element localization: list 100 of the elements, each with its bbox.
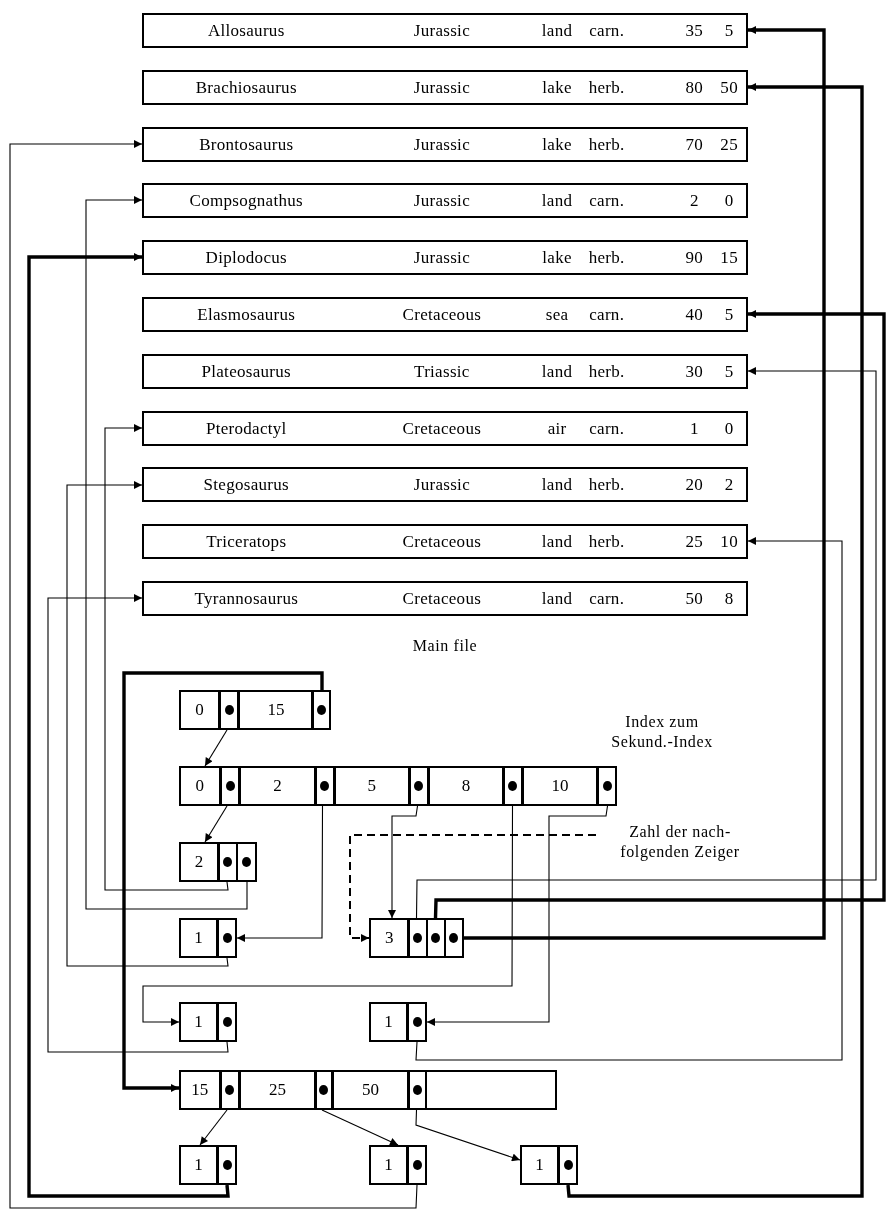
- species-name: Stegosaurus: [202, 474, 290, 495]
- arrow: [142, 805, 514, 1026]
- key-value: 1: [383, 1011, 394, 1033]
- period-name: Cretaceous: [401, 304, 483, 325]
- arrow: [321, 1109, 399, 1146]
- weight-value: 5: [723, 361, 735, 382]
- arrow: [426, 805, 609, 1026]
- index-record: [179, 766, 617, 806]
- weight-value: 5: [723, 20, 735, 41]
- species-name: Pterodactyl: [204, 418, 288, 439]
- key-value: 10: [520, 768, 597, 804]
- key-value: 2: [193, 851, 205, 873]
- index-record: [179, 842, 257, 882]
- arrow: [104, 424, 229, 891]
- weight-value: 50: [719, 77, 739, 98]
- species-name: Brachiosaurus: [194, 77, 298, 98]
- diet-name: herb.: [587, 531, 626, 552]
- length-value: 90: [684, 247, 705, 268]
- arrow: [349, 834, 597, 942]
- index-record: [369, 918, 464, 958]
- diet-name: herb.: [587, 474, 626, 495]
- key-value: 1: [383, 1154, 394, 1176]
- length-value: 35: [684, 20, 705, 41]
- key-value: 5: [332, 768, 408, 804]
- species-name: Compsognathus: [188, 190, 304, 211]
- index-record: [520, 1145, 578, 1185]
- key-value: 1: [193, 1011, 204, 1033]
- arrow: [464, 26, 826, 940]
- arrow: [9, 140, 418, 1209]
- key-value: 2: [238, 768, 314, 804]
- key-value: 1: [193, 927, 204, 949]
- index-record: [179, 1145, 237, 1185]
- record-row: [142, 354, 748, 389]
- weight-value: 15: [719, 247, 739, 268]
- habitat-name: air: [546, 418, 568, 439]
- index-record: [179, 1070, 557, 1110]
- species-name: Elasmosaurus: [196, 304, 297, 325]
- record-row: [142, 183, 748, 218]
- key-value: 8: [426, 768, 503, 804]
- caption-text: Main file: [411, 636, 479, 656]
- species-name: Brontosaurus: [198, 134, 295, 155]
- diet-name: carn.: [588, 304, 626, 325]
- arrow: [204, 729, 228, 767]
- record-row: [142, 70, 748, 105]
- arrow: [122, 671, 324, 1092]
- diet-name: carn.: [588, 190, 626, 211]
- period-name: Jurassic: [412, 134, 471, 155]
- period-name: Jurassic: [412, 77, 471, 98]
- diet-name: herb.: [587, 247, 626, 268]
- habitat-name: sea: [544, 304, 570, 325]
- length-value: 70: [684, 134, 705, 155]
- length-value: 25: [684, 531, 705, 552]
- key-value: 25: [238, 1072, 314, 1108]
- record-row: [142, 13, 748, 48]
- period-name: Triassic: [413, 361, 471, 382]
- period-name: Cretaceous: [401, 588, 483, 609]
- arrow: [388, 805, 419, 919]
- arrow: [47, 594, 229, 1053]
- arrow: [27, 253, 230, 1198]
- weight-value: 8: [723, 588, 735, 609]
- diet-name: carn.: [588, 20, 626, 41]
- diet-name: herb.: [587, 134, 626, 155]
- record-row: [142, 127, 748, 162]
- note-text: Zahl der nach-folgenden Zeiger: [596, 822, 764, 862]
- diet-name: carn.: [588, 588, 626, 609]
- index-record: [369, 1145, 427, 1185]
- arrow: [204, 805, 228, 843]
- record-row: [142, 411, 748, 446]
- habitat-name: land: [540, 190, 574, 211]
- habitat-name: land: [540, 588, 574, 609]
- arrow: [199, 1109, 228, 1146]
- diet-name: herb.: [587, 361, 626, 382]
- period-name: Jurassic: [412, 20, 471, 41]
- record-row: [142, 297, 748, 332]
- period-name: Jurassic: [412, 474, 471, 495]
- arrow: [415, 537, 843, 1061]
- index-record: [179, 690, 331, 730]
- habitat-name: land: [540, 20, 574, 41]
- species-name: Tyrannosaurus: [193, 588, 300, 609]
- length-value: 80: [684, 77, 705, 98]
- arrow: [85, 196, 248, 910]
- weight-value: 25: [719, 134, 739, 155]
- index-record: [179, 1002, 237, 1042]
- species-name: Triceratops: [205, 531, 288, 552]
- key-value: 15: [190, 1079, 210, 1101]
- record-row: [142, 524, 748, 559]
- length-value: 1: [688, 418, 700, 439]
- habitat-name: lake: [541, 247, 573, 268]
- species-name: Allosaurus: [206, 20, 286, 41]
- weight-value: 0: [723, 418, 735, 439]
- weight-value: 0: [723, 190, 735, 211]
- arrow: [236, 805, 324, 942]
- key-value: 1: [534, 1154, 545, 1176]
- diet-name: herb.: [587, 77, 626, 98]
- caption-text: Index zum Sekund.-Index: [610, 712, 714, 752]
- weight-value: 2: [723, 474, 735, 495]
- period-name: Cretaceous: [401, 531, 483, 552]
- weight-value: 5: [723, 304, 735, 325]
- key-value: 15: [237, 692, 312, 728]
- index-record: [179, 918, 237, 958]
